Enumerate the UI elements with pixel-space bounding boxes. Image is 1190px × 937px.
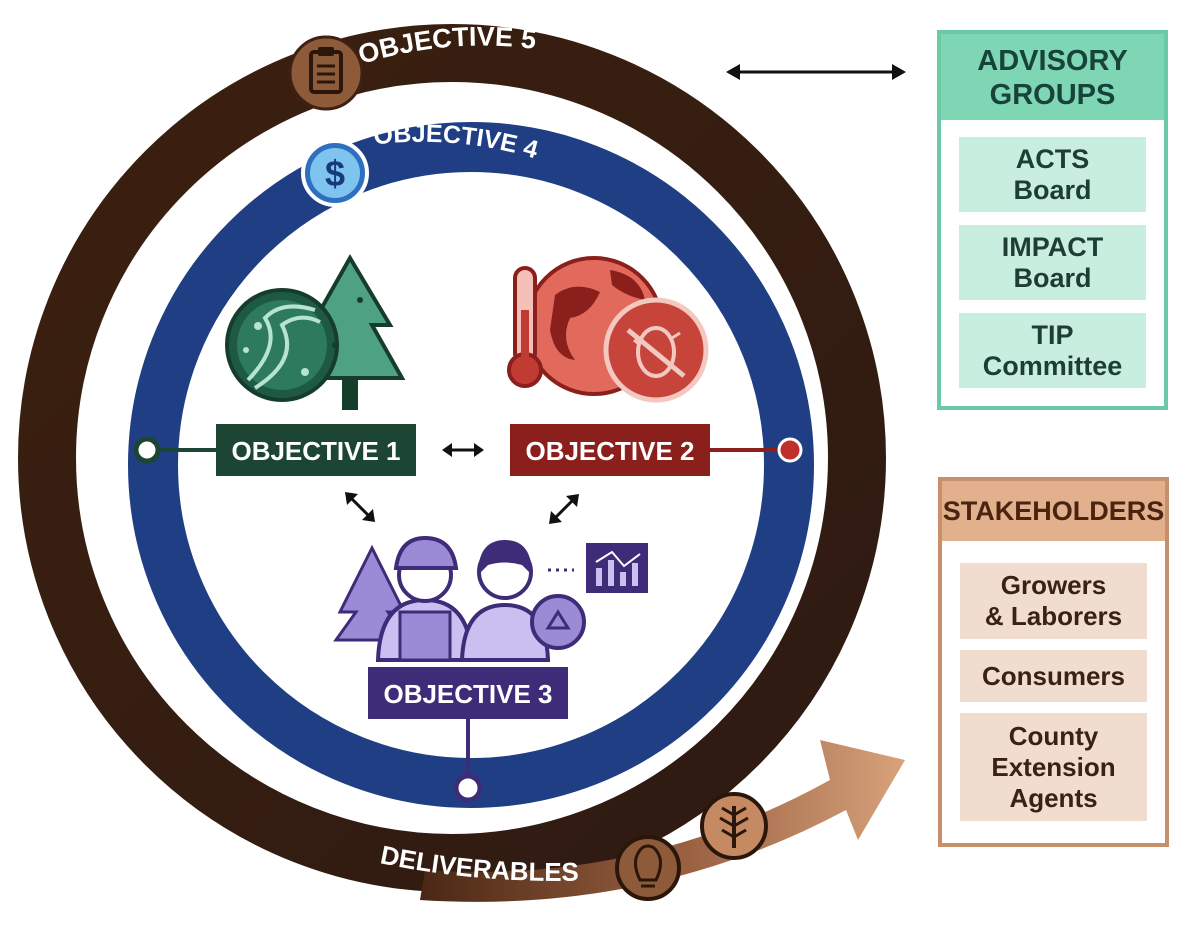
stakeholder-item-growers: Growers & Laborers bbox=[960, 563, 1147, 639]
advisory-item-tip-committee: TIP Committee bbox=[959, 313, 1146, 388]
advisory-groups-list: ACTS Board IMPACT Board TIP Committee bbox=[941, 120, 1164, 388]
stakeholder-item-county-extension: County Extension Agents bbox=[960, 713, 1147, 821]
stakeholders-title: STAKEHOLDERS bbox=[942, 481, 1165, 541]
outer-ring-objective-5 bbox=[18, 24, 886, 892]
clipboard-icon bbox=[288, 35, 364, 111]
objective-1-box bbox=[216, 424, 416, 476]
svg-text:$: $ bbox=[325, 153, 345, 194]
objective-1-label: OBJECTIVE 1 bbox=[231, 436, 400, 466]
objective-2-connector bbox=[710, 437, 803, 463]
objective-2-box bbox=[510, 424, 710, 476]
stakeholder-item-consumers: Consumers bbox=[960, 650, 1147, 702]
dollar-icon: $ bbox=[301, 139, 369, 207]
objective-1-connector bbox=[133, 436, 218, 464]
objective-3-connector bbox=[453, 718, 483, 803]
stakeholders-list: Growers & Laborers Consumers County Exte… bbox=[942, 541, 1165, 821]
advisory-groups-panel: ADVISORY GROUPS ACTS Board IMPACT Board … bbox=[937, 30, 1168, 410]
objective-3-box bbox=[368, 667, 568, 719]
objective-2-label: OBJECTIVE 2 bbox=[525, 436, 694, 466]
obj2-obj3-arrow bbox=[549, 494, 579, 524]
obj1-obj2-arrow bbox=[442, 443, 484, 457]
obj1-obj3-arrow bbox=[345, 492, 375, 522]
advisory-groups-title: ADVISORY GROUPS bbox=[941, 34, 1164, 120]
lightbulb-icon bbox=[615, 835, 681, 901]
advisory-item-acts-board: ACTS Board bbox=[959, 137, 1146, 212]
advisory-item-impact-board: IMPACT Board bbox=[959, 225, 1146, 300]
seedling-icon bbox=[700, 792, 768, 860]
genetics-tree-icon bbox=[225, 254, 406, 410]
stakeholders-panel: STAKEHOLDERS Growers & Laborers Consumer… bbox=[938, 477, 1169, 847]
advisory-double-arrow bbox=[726, 64, 906, 80]
people-outreach-icon bbox=[333, 535, 648, 662]
climate-pest-icon bbox=[507, 256, 709, 403]
objective-3-label: OBJECTIVE 3 bbox=[383, 679, 552, 709]
